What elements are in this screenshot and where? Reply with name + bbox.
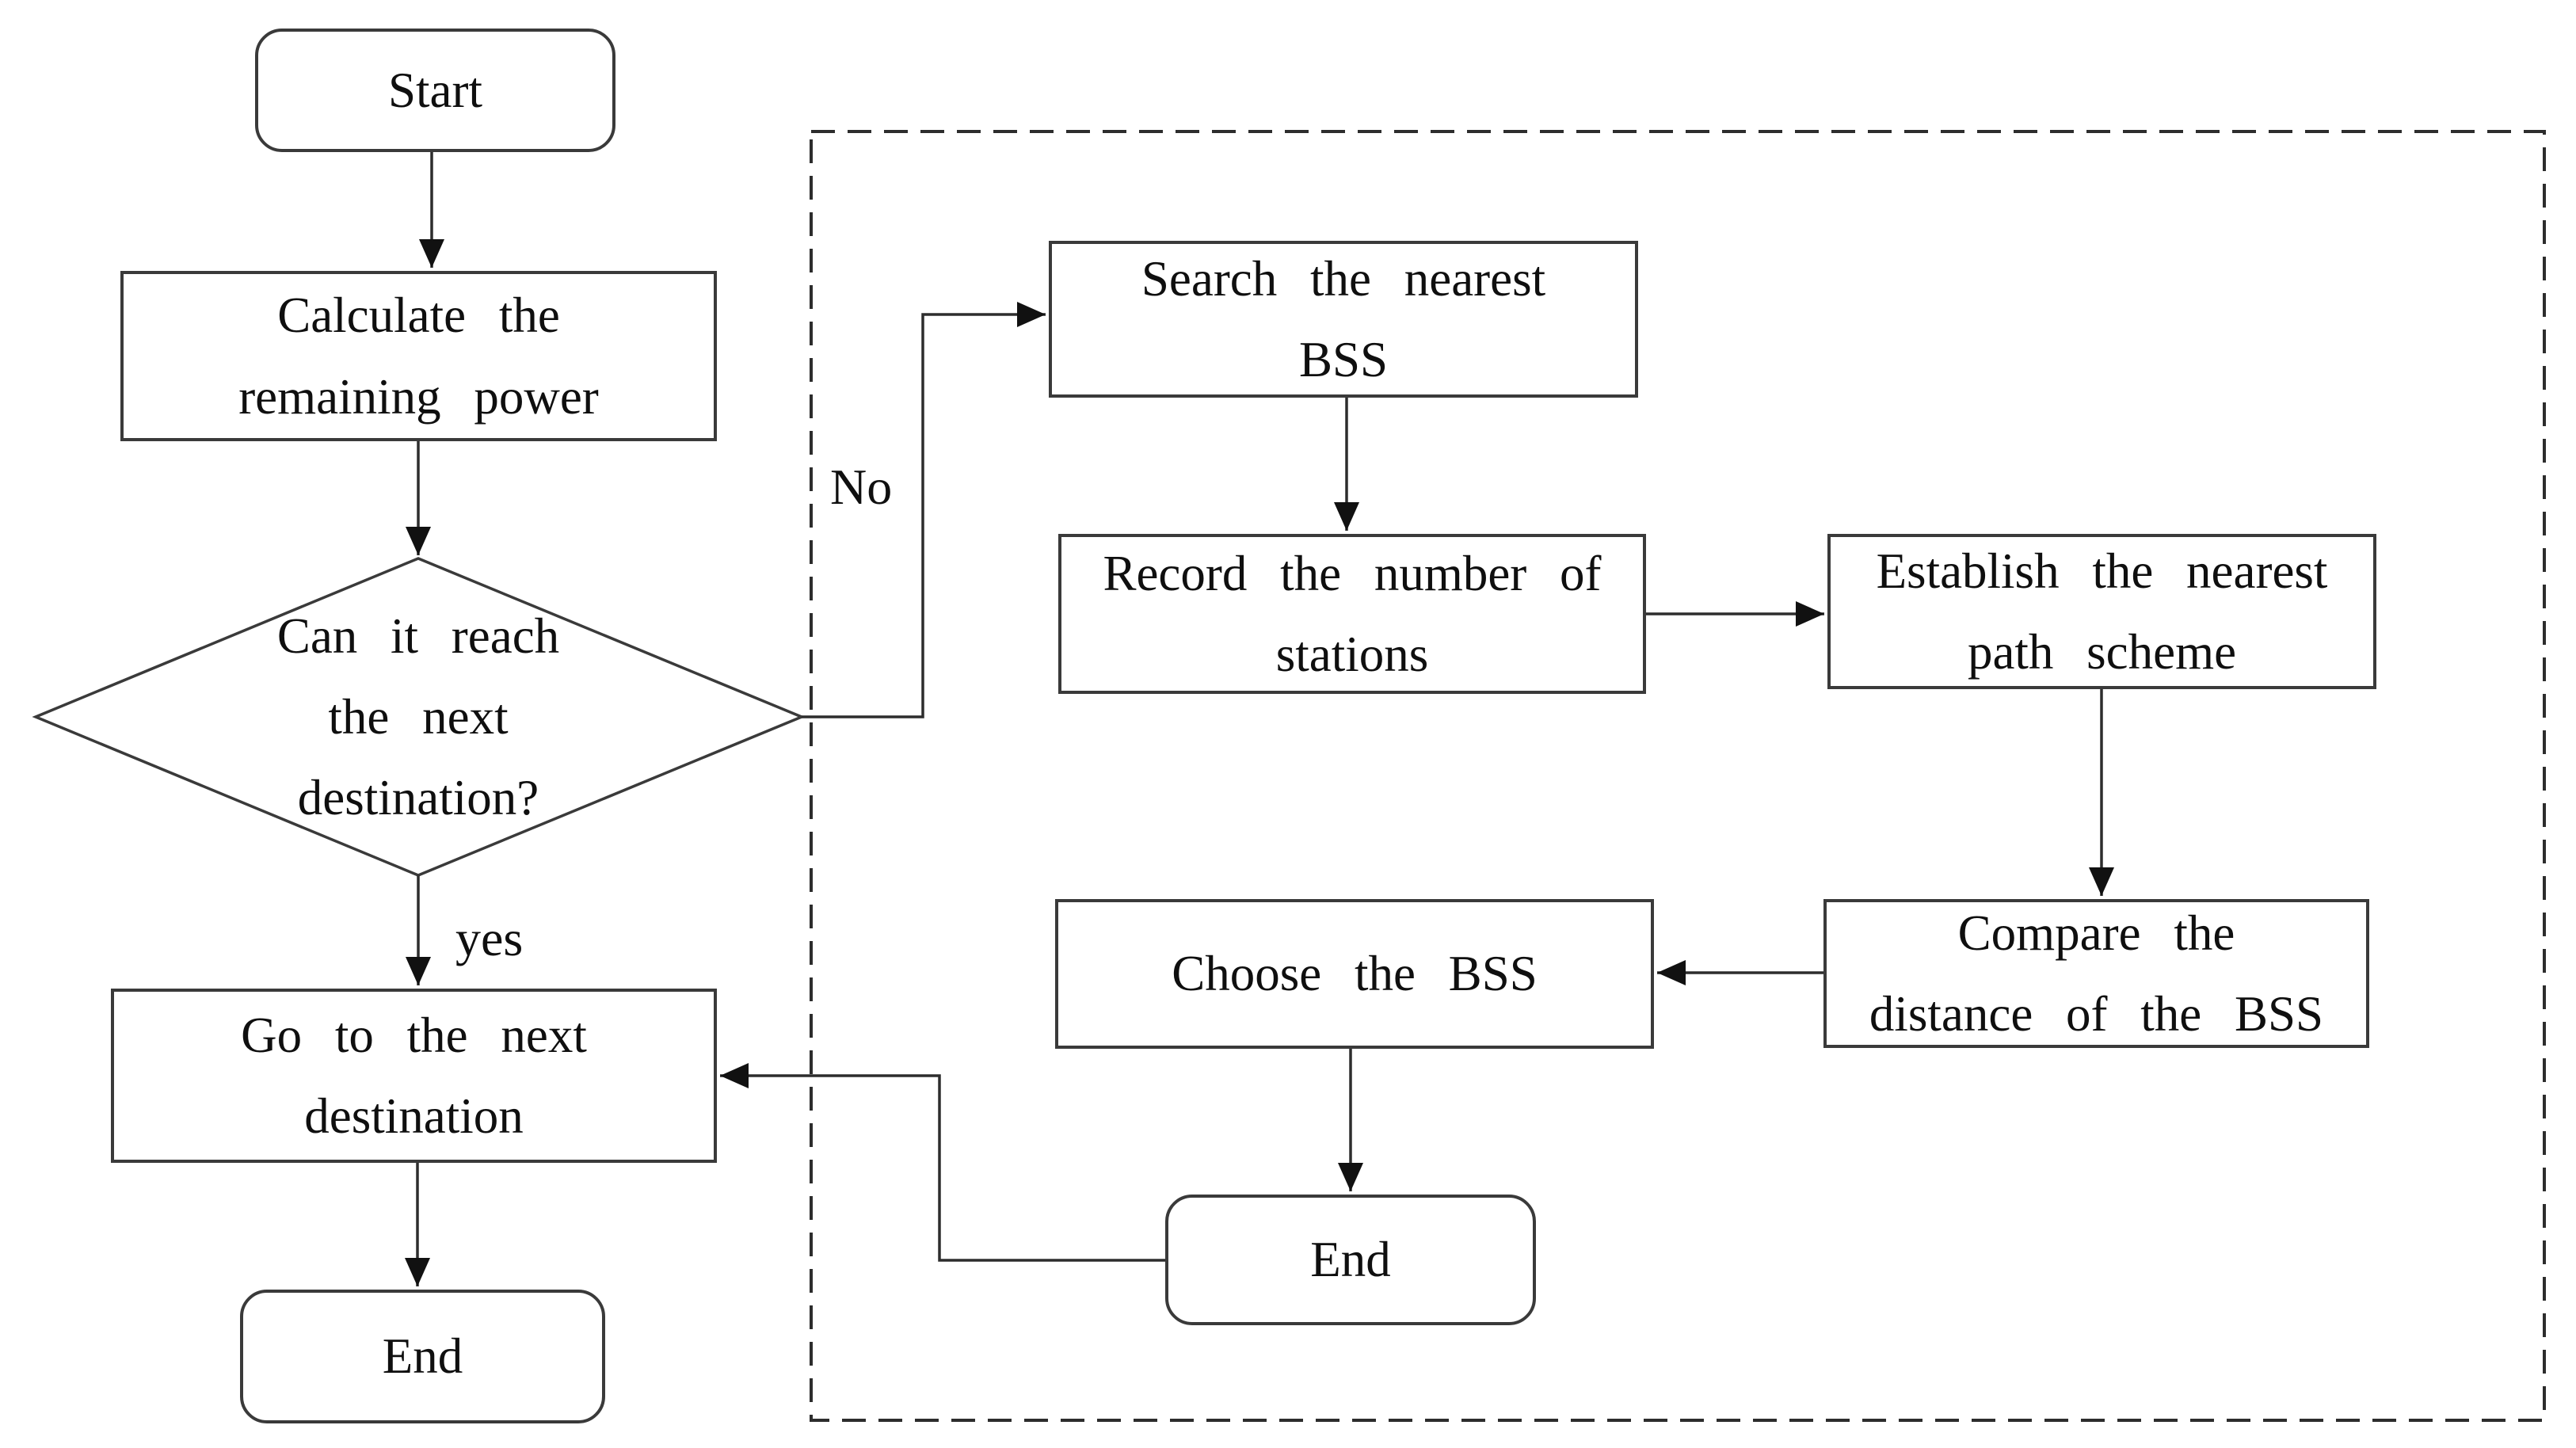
node-end-left: End xyxy=(240,1290,605,1423)
node-establish-label: Establish the nearest path scheme xyxy=(1876,543,2328,680)
node-calculate-remaining-power: Calculate the remaining power xyxy=(120,271,717,441)
node-search-label: Search the nearest BSS xyxy=(1141,250,1546,387)
node-end-right-label: End xyxy=(1310,1232,1391,1288)
dashed-subprocess-boundary xyxy=(810,130,2546,1422)
edge-label-yes: yes xyxy=(455,910,524,966)
node-record-label: Record the number of stations xyxy=(1103,545,1602,682)
node-goto-label: Go to the next destination xyxy=(241,1007,587,1144)
node-start: Start xyxy=(255,29,615,152)
edge-decision-no-to-search xyxy=(802,302,1046,718)
edge-label-no: No xyxy=(830,459,893,515)
node-search-nearest-bss: Search the nearest BSS xyxy=(1049,241,1638,398)
node-goto-next-destination: Go to the next destination xyxy=(111,989,717,1163)
node-end-right: End xyxy=(1165,1195,1536,1325)
node-record-number-stations: Record the number of stations xyxy=(1058,534,1646,694)
node-calculate-label: Calculate the remaining power xyxy=(238,288,599,425)
node-compare-label: Compare the distance of the BSS xyxy=(1869,905,2324,1042)
node-decision-label: Can it reach the next destination? xyxy=(276,608,560,826)
node-choose-bss: Choose the BSS xyxy=(1055,899,1654,1049)
edge-endright-to-goto xyxy=(720,1063,1165,1262)
node-choose-label: Choose the BSS xyxy=(1172,946,1538,1002)
node-start-label: Start xyxy=(388,62,482,118)
node-decision-can-it-reach: Can it reach the next destination? xyxy=(181,590,656,844)
node-compare-distance-bss: Compare the distance of the BSS xyxy=(1823,899,2369,1048)
node-end-left-label: End xyxy=(382,1328,463,1385)
node-establish-path-scheme: Establish the nearest path scheme xyxy=(1827,534,2376,689)
